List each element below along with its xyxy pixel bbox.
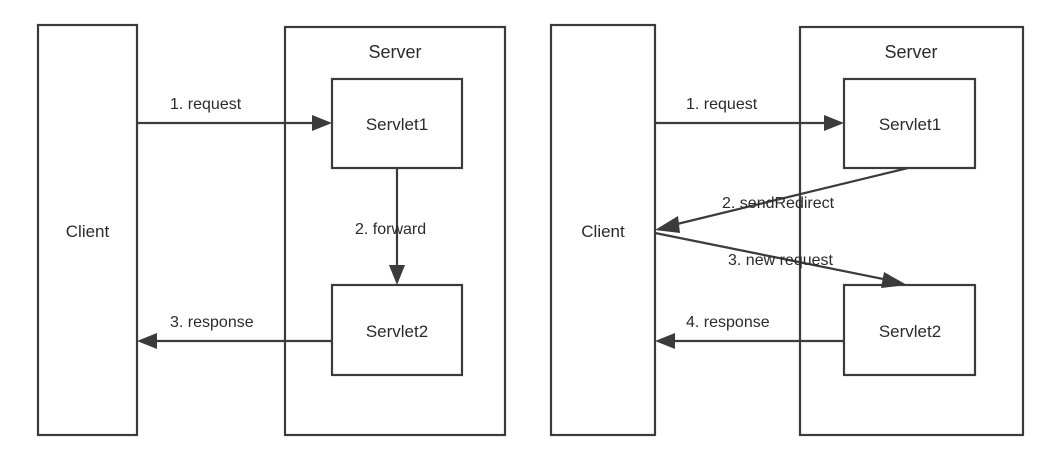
edge-3-new-request-label: 3. new request: [728, 252, 834, 269]
edge-2-sendredirect-line: [672, 166, 909, 227]
edge-2-sendredirect: 2. sendRedirect: [655, 166, 909, 233]
server-label: Server: [884, 42, 937, 62]
server-label: Server: [368, 42, 421, 62]
servlet1-label: Servlet1: [366, 115, 428, 134]
edge-1-request: 1. request: [137, 96, 332, 131]
servlet2-box[interactable]: [842, 283, 977, 377]
edge-2-forward-label: 2. forward: [355, 221, 426, 238]
edge-3-response: 3. response: [137, 314, 332, 349]
edge-1-request: 1. request: [655, 96, 844, 131]
edge-2-sendredirect-label: 2. sendRedirect: [722, 195, 835, 212]
edge-4-response-arrowhead: [655, 333, 675, 349]
client-label: Client: [66, 222, 110, 241]
panel-forward: Client Server Servlet1 Servlet2 1. reque…: [36, 23, 507, 437]
servlet1-box[interactable]: [842, 77, 977, 170]
edge-1-request-label: 1. request: [686, 96, 758, 113]
client-label: Client: [581, 222, 625, 241]
servlet1-label: Servlet1: [879, 115, 941, 134]
panel-redirect: Client Server Servlet1 Servlet2 1. reque…: [549, 23, 1025, 437]
edge-3-response-arrowhead: [137, 333, 157, 349]
edge-3-new-request: 3. new request: [654, 231, 907, 288]
edge-1-request-label: 1. request: [170, 96, 242, 113]
edge-3-new-request-line: [654, 231, 894, 283]
edge-2-forward-arrowhead: [389, 265, 405, 285]
edge-4-response: 4. response: [655, 314, 844, 349]
edge-1-request-arrowhead: [824, 115, 844, 131]
servlet2-label: Servlet2: [879, 322, 941, 341]
edge-3-response-label: 3. response: [170, 314, 254, 331]
edge-1-request-arrowhead: [312, 115, 332, 131]
servlet2-label: Servlet2: [366, 322, 428, 341]
edge-3-new-request-arrowhead: [881, 272, 907, 288]
edge-4-response-label: 4. response: [686, 314, 770, 331]
client-box[interactable]: [36, 23, 139, 437]
client-box[interactable]: [549, 23, 657, 437]
servlet1-box[interactable]: [330, 77, 464, 170]
servlet2-box[interactable]: [330, 283, 464, 377]
edge-2-forward: 2. forward: [355, 168, 426, 285]
edge-2-sendredirect-arrowhead: [655, 216, 680, 233]
